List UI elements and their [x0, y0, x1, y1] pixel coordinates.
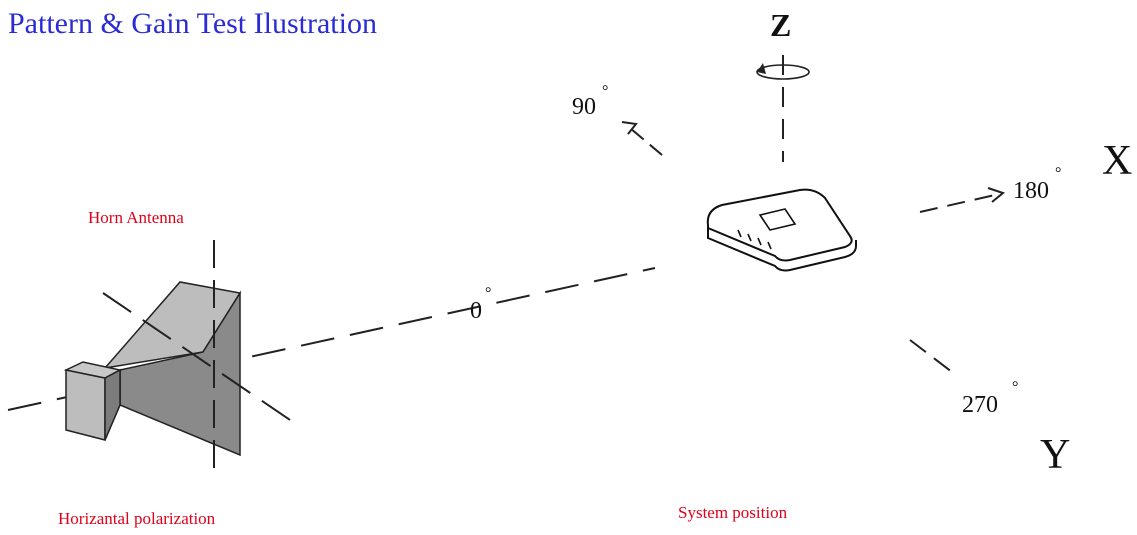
horn-antenna-icon: [63, 281, 242, 457]
system-position-label: System position: [678, 503, 788, 522]
rotation-arrow-icon: [756, 63, 810, 80]
angle-180-value: 180: [1013, 178, 1049, 204]
angle-90-arrow: [621, 121, 663, 156]
angle-180-degree: °: [1055, 165, 1061, 182]
angle-270-degree: °: [1012, 379, 1018, 396]
horn-antenna-label: Horn Antenna: [88, 208, 184, 227]
angle-270-value: 270: [962, 392, 998, 418]
axis-y-label: Y: [1040, 432, 1070, 478]
horn-diagonal-axis: [102, 292, 294, 423]
angle-0-label: 0 °: [470, 285, 491, 324]
device-under-test-icon: [706, 188, 857, 272]
angle-270-label: 270 °: [962, 379, 1018, 418]
angle-180-arrow: [919, 187, 1006, 213]
angle-0-degree: °: [485, 285, 491, 302]
axis-z-label: Z: [770, 7, 791, 43]
angle-180-label: 180 °: [1013, 165, 1061, 204]
angle-0-value: 0: [470, 298, 482, 324]
axis-x-label: X: [1102, 138, 1132, 184]
angle-90-label: 90 °: [572, 83, 608, 120]
angle-90-value: 90: [572, 94, 596, 120]
angle-90-degree: °: [602, 83, 608, 100]
polarization-label: Horizantal polarization: [58, 509, 216, 528]
angle-270-line: [909, 339, 953, 373]
page-title: Pattern & Gain Test Ilustration: [8, 7, 377, 40]
